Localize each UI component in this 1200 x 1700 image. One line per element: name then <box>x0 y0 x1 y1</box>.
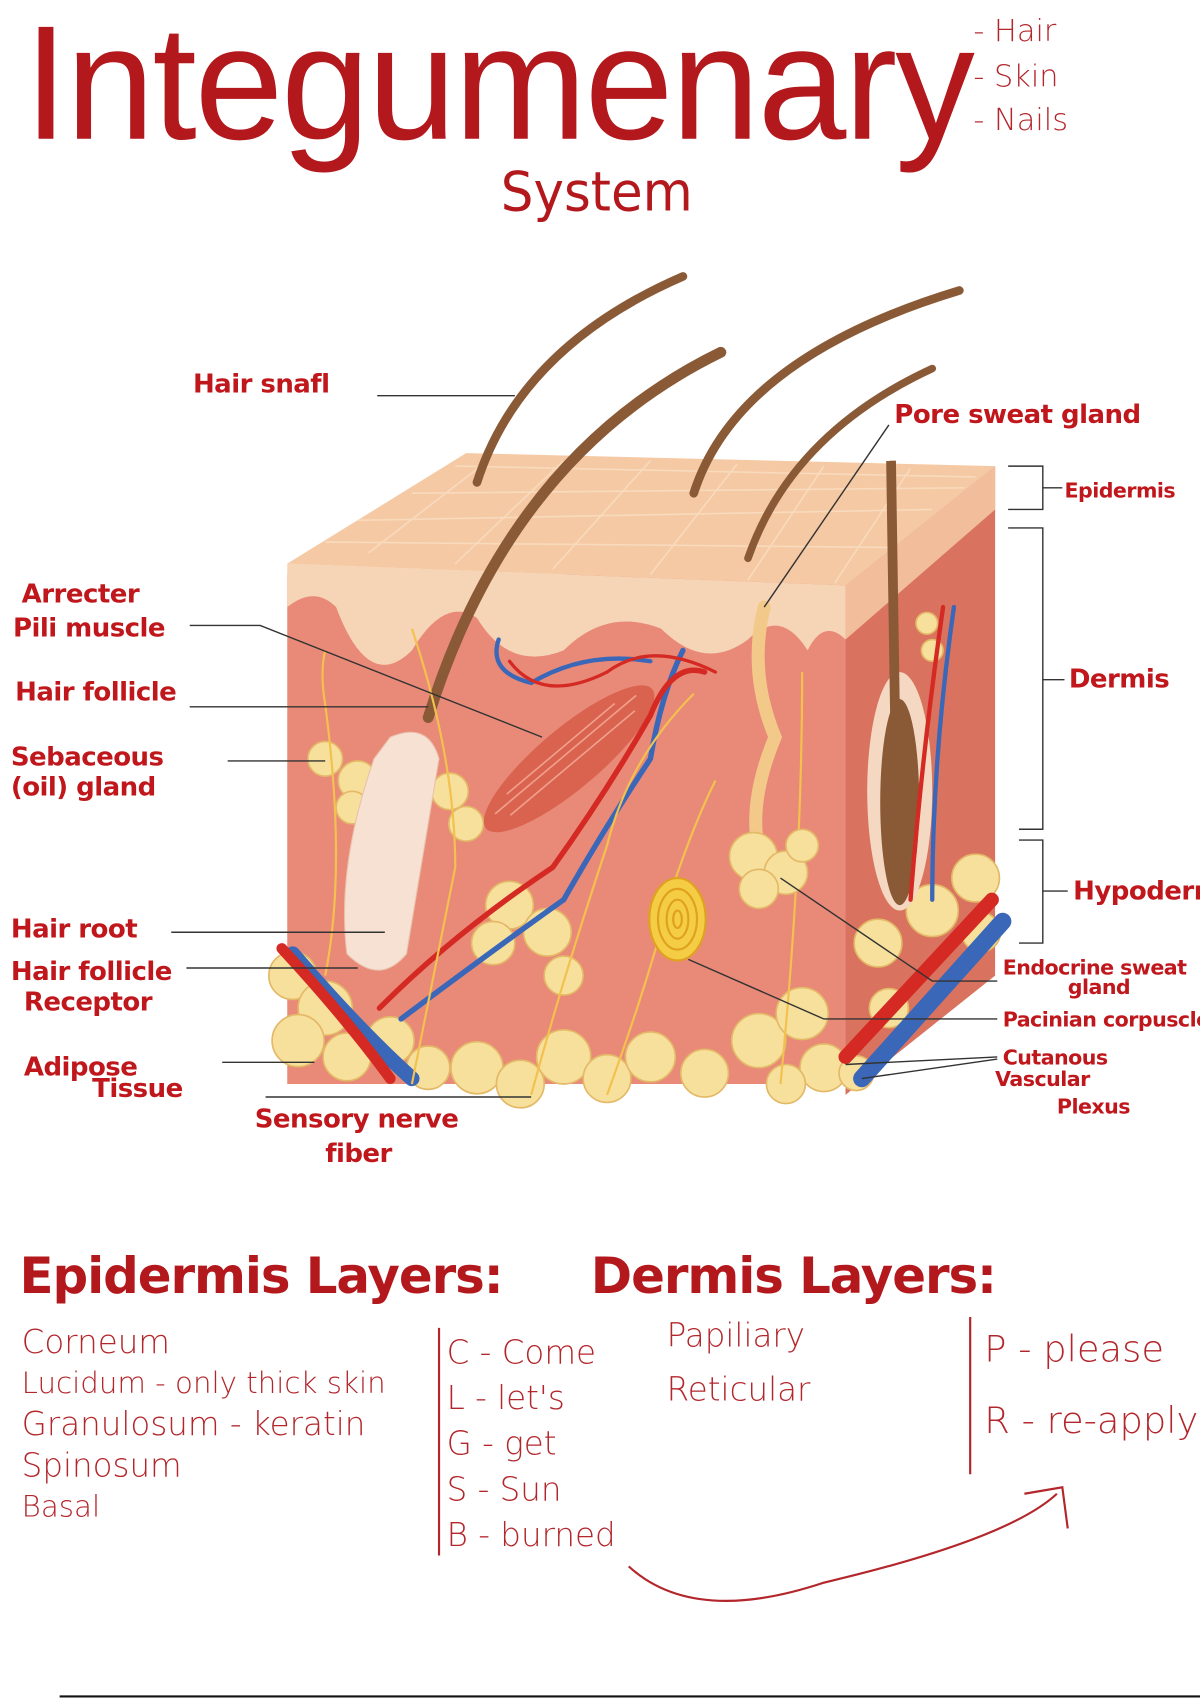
leader-lines <box>171 394 1068 1098</box>
epidermis-layer-item: Lucidum - only thick skin <box>21 1366 386 1401</box>
label-hair-root: Hair root <box>10 913 138 945</box>
mnemonic-item: G - get <box>446 1425 557 1464</box>
skin-top-surface <box>287 453 996 586</box>
pacinian-corpuscle <box>648 876 707 962</box>
label-sensory-nerve-1: Sensory nerve <box>254 1103 459 1134</box>
blood-vessels <box>276 604 1012 1088</box>
epidermis-layer-list: Corneum Lucidum - only thick skin Granul… <box>22 1322 386 1528</box>
label-epidermis: Epidermis <box>1064 479 1176 503</box>
label-endocrine-sweat-1: Endocrine sweat <box>1002 956 1187 980</box>
topic-skin: - Skin <box>973 58 1059 95</box>
topic-hair: - Hair <box>973 13 1057 49</box>
epidermis-layer-item: Basal <box>21 1490 101 1525</box>
epidermis-layer-item: Spinosum <box>21 1447 182 1486</box>
label-arrector-pili-2: Pili muscle <box>13 612 166 643</box>
label-hypodermis: Hypoderm <box>1073 875 1200 907</box>
hair-follicle <box>343 731 440 971</box>
hair-shafts <box>422 272 964 724</box>
arrow-curve <box>627 1492 1058 1602</box>
adipose-tissue <box>268 853 1002 1109</box>
mnemonic-item: R - re-apply <box>984 1399 1199 1443</box>
page-title: Integumenary <box>23 0 975 174</box>
topic-nails: - Nails <box>973 101 1069 138</box>
label-sebaceous-2: (oil) gland <box>10 771 156 803</box>
dermis-layers-heading: Dermis Layers: <box>590 1246 997 1306</box>
mnemonic-item: L - let's <box>446 1379 565 1418</box>
dermis-layer-item: Reticular <box>666 1371 811 1410</box>
epidermis-layer-item: Granulosum - keratin <box>21 1405 366 1444</box>
label-hair-follicle: Hair follicle <box>15 676 177 707</box>
label-endocrine-sweat-2: gland <box>1067 975 1131 1000</box>
label-pacinian: Pacinian corpuscle <box>1002 1008 1200 1032</box>
label-pore-sweat-gland: Pore sweat gland <box>894 398 1141 430</box>
epidermis-layer-item: Corneum <box>21 1323 171 1362</box>
dermis-layer-item: Papiliary <box>666 1317 806 1355</box>
label-arrector-pili-1: Arrecter <box>21 578 140 610</box>
dermis-mnemonic-list: P - please R - re-apply <box>984 1314 1198 1457</box>
epidermis-layers-heading: Epidermis Layers: <box>19 1246 504 1306</box>
endocrine-sweat-gland <box>728 828 820 910</box>
label-hair-shaft: Hair snafl <box>192 368 330 399</box>
label-plexus-3: Plexus <box>1056 1094 1131 1119</box>
epidermis-layer <box>287 563 846 665</box>
label-plexus-1: Cutanous <box>1002 1046 1108 1070</box>
label-sebaceous-1: Sebaceous <box>10 741 164 772</box>
mnemonic-item: P - please <box>984 1327 1165 1372</box>
label-sensory-nerve-2: fiber <box>325 1138 392 1169</box>
sweat-gland-duct <box>749 600 783 858</box>
label-follicle-receptor-2: Receptor <box>23 986 153 1017</box>
note-dividers <box>437 1317 1069 1602</box>
page-subtitle: System <box>500 160 693 224</box>
label-adipose-2: Tissue <box>92 1073 183 1104</box>
mnemonic-item: B - burned <box>446 1516 616 1555</box>
label-plexus-2: Vascular <box>995 1067 1090 1092</box>
dermis-layer-list: Papiliary Reticular <box>667 1309 811 1417</box>
arrector-pili-muscle <box>483 685 655 833</box>
epidermis-mnemonic-list: C - Come L - let's G - get S - Sun B - b… <box>447 1331 616 1559</box>
label-adipose-1: Adipose <box>23 1051 138 1082</box>
label-dermis: Dermis <box>1068 663 1170 694</box>
mnemonic-item: C - Come <box>446 1334 597 1373</box>
label-follicle-receptor-1: Hair follicle <box>10 956 173 987</box>
mnemonic-item: S - Sun <box>446 1470 562 1509</box>
